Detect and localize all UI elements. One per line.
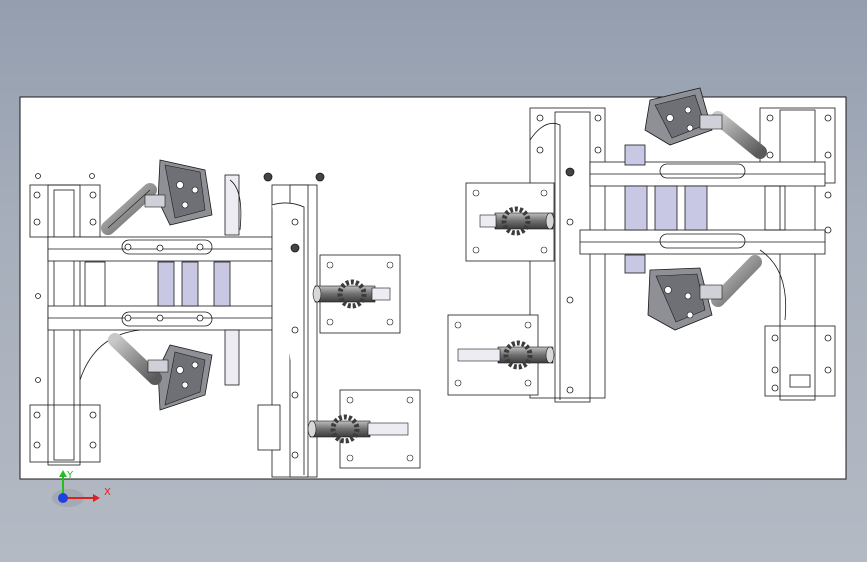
- clamp-top-right[interactable]: [644, 87, 767, 159]
- push-clamp-1[interactable]: [312, 254, 401, 334]
- clamp-top-left[interactable]: [101, 159, 213, 235]
- y-axis-label: Y: [66, 470, 74, 481]
- push-clamp-4[interactable]: [447, 314, 555, 396]
- push-clamp-2[interactable]: [307, 389, 421, 469]
- right-fixture: [529, 107, 836, 403]
- left-fixture: [29, 173, 275, 466]
- clamp-bottom-left[interactable]: [108, 333, 213, 411]
- push-clamp-3[interactable]: [465, 182, 555, 262]
- x-axis-label: X: [104, 487, 111, 498]
- coordinate-triad: X Y: [52, 470, 111, 507]
- clamp-bottom-right[interactable]: [647, 255, 762, 331]
- z-axis-dot: [58, 493, 68, 503]
